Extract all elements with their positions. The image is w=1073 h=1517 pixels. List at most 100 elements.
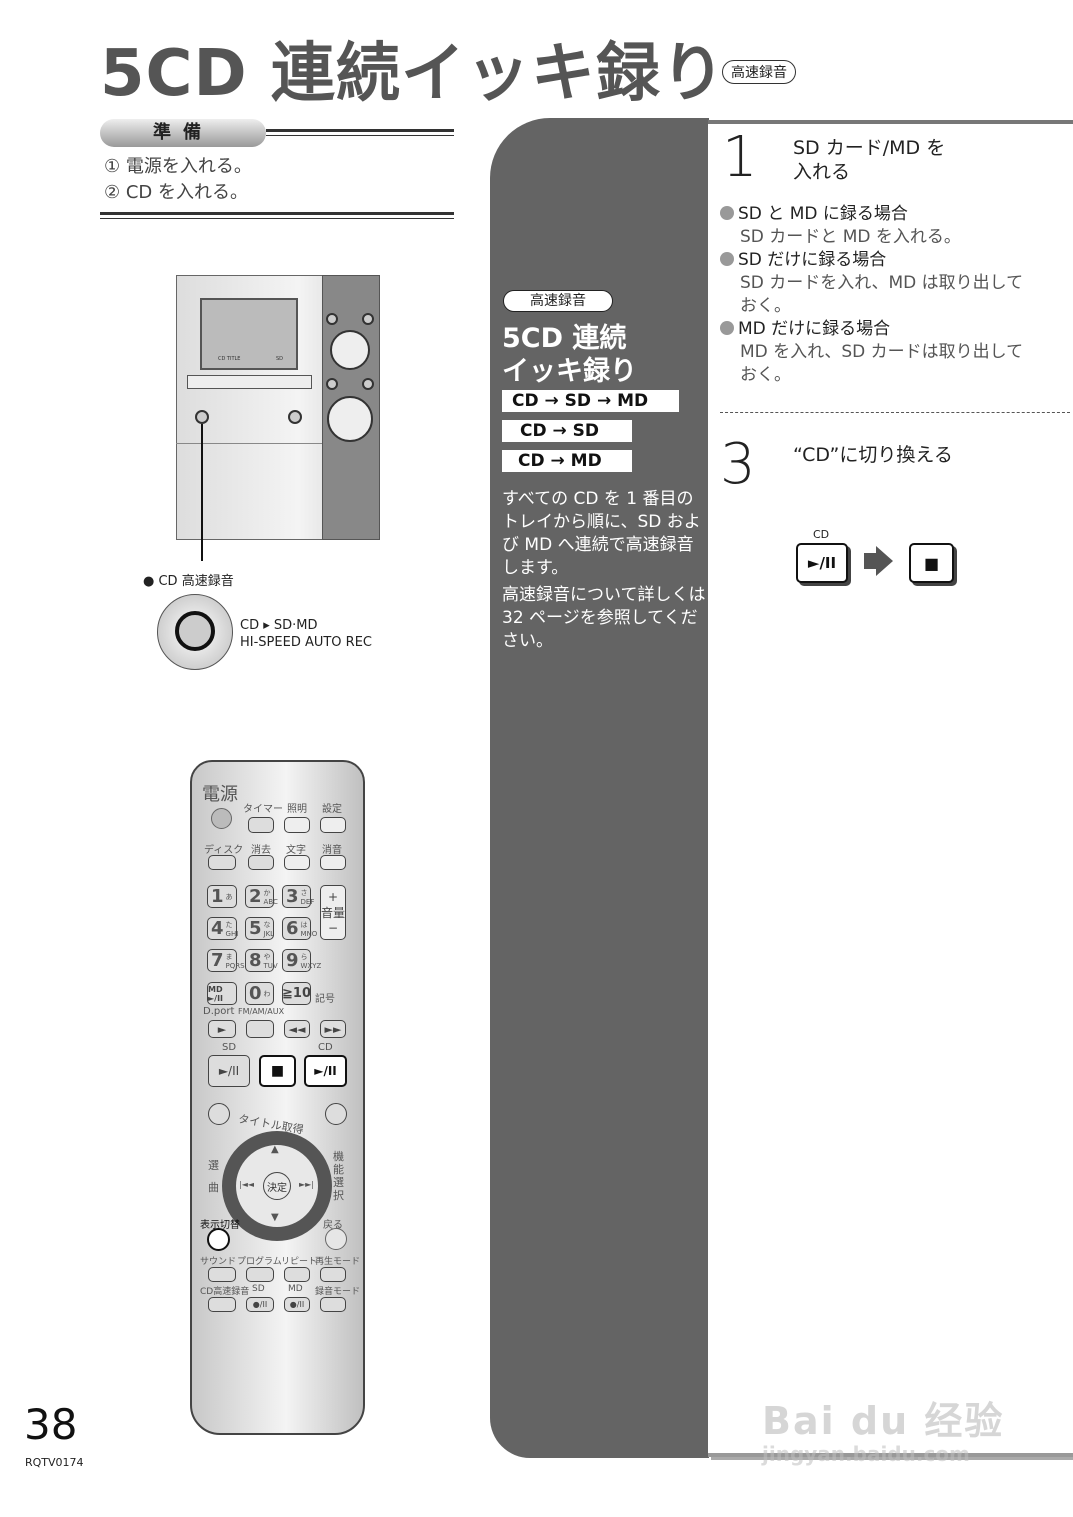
divider [176,443,322,444]
remote-label: ディスク [204,845,244,856]
prep-step: ① 電源を入れる。 [104,156,252,177]
setting-button [320,817,346,833]
divider [720,412,1070,413]
remote-label: 消音 [322,845,342,856]
tuner-button [246,1020,274,1038]
flow-cd-md: CD → MD [502,450,632,472]
remote-label: サウンド [200,1257,237,1267]
sidebar-title: 5CD 連続 [502,323,627,354]
program-button [246,1267,274,1282]
stop-key-icon: ■ [909,543,954,583]
display-label: CD TITLE [218,356,241,362]
cd-hispeed-button-unit [195,410,209,424]
sidebar-title: イッキ録り [502,356,637,387]
callout-text: HI-SPEED AUTO REC [240,635,372,650]
remote-control [190,760,365,1435]
light-button [284,817,310,833]
remote-label: CD高速録音 [200,1287,250,1297]
skip-left-button [208,1103,230,1125]
display-screen: CD TITLE SD [200,298,298,370]
divider [100,212,454,219]
md-rec-button: ●/II [284,1297,310,1312]
unit-button [362,313,374,325]
down-arrow-icon: ▼ [271,1212,279,1223]
remote-label: SD [252,1284,265,1294]
step-number: 3 [720,432,756,497]
timer-button [248,817,274,833]
play-mode-button [320,1267,346,1282]
arrow-right-icon [864,546,893,576]
back-button [325,1228,347,1250]
remote-label: 消去 [251,845,271,856]
up-arrow-icon: ▲ [271,1144,279,1155]
feature-sidebar [490,118,709,1458]
remote-label: D.port [203,1006,235,1017]
remote-label: SD [222,1042,237,1053]
repeat-button [284,1267,310,1282]
remote-label: 記号 [315,994,335,1005]
watermark-url: jingyan.baidu.com [762,1442,970,1466]
remote-label: リピート [281,1257,318,1267]
prep-step: ② CD を入れる。 [104,182,249,203]
step-heading: SD カード/MD を [793,137,946,159]
remote-label: MD [288,1284,303,1294]
document-code: RQTV0174 [25,1456,84,1469]
cd-hispeed-button [175,611,215,651]
cd-key-label: CD [813,528,830,541]
sound-button [208,1267,236,1282]
skip-right-button [325,1103,347,1125]
steps-panel [708,120,1073,1457]
unit-dial [327,396,373,442]
remote-label: 照明 [287,804,307,815]
watermark-logo: Bai du 经验 [762,1399,1005,1443]
flow-cd-sd-md: CD → SD → MD [502,390,679,412]
prep-heading: 準備 [100,119,266,147]
rec-mode-button [320,1297,346,1312]
rewind-button: ◄◄ [284,1020,310,1038]
unit-button [326,313,338,325]
text-button [284,855,310,870]
cd-play-key-icon: ►/II [796,543,848,583]
sd-play-button: ►/II [208,1055,250,1087]
display-label: SD [276,356,284,362]
remote-label: 戻る [323,1220,343,1231]
divider [266,129,454,136]
disc-button [208,855,236,870]
power-label: 電源 [202,784,238,805]
sd-rec-button: ●/II [246,1297,274,1312]
step-number: 1 [722,125,758,190]
remote-label: プログラム [237,1257,282,1267]
mute-button [320,855,346,870]
flow-cd-sd: CD → SD [502,420,632,442]
md-play-button: MD ►/II [207,982,237,1005]
fast-forward-button: ►► [320,1020,346,1038]
disc-tray [187,375,312,389]
unit-button [288,410,302,424]
dport-play-button: ► [208,1020,236,1038]
next-icon: ►►| [299,1180,314,1189]
remote-label: 録音モード [315,1287,361,1297]
enter-button: 決定 [263,1172,291,1200]
erase-button [248,855,274,870]
power-button [211,808,232,829]
remote-label: タイマー [243,804,283,815]
callout-label: ● CD 高速録音 [143,574,234,589]
page-number: 38 [24,1400,78,1449]
ge10-button: ≧10 [282,982,311,1005]
cd-play-button: ►/II [304,1055,347,1087]
step-heading: “CD”に切り換える [793,444,953,466]
unit-button [362,378,374,390]
page-title: 5CD 連続イッキ録り [100,37,726,111]
